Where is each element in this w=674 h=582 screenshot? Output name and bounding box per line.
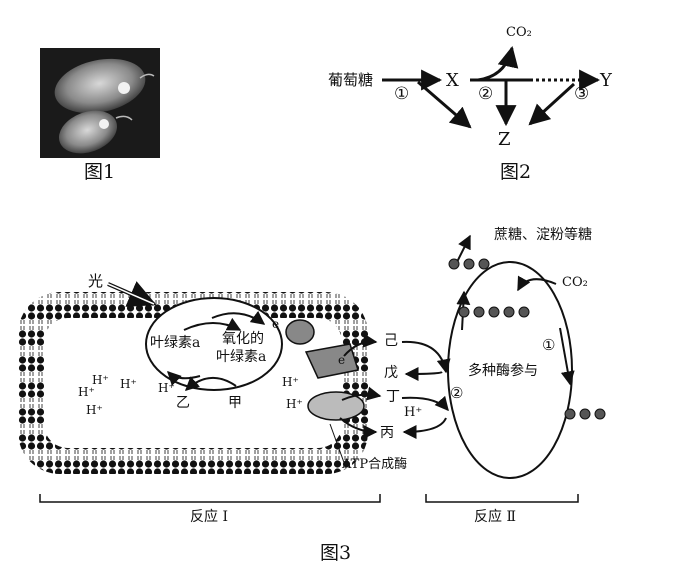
oxidized-chl-line2: 叶绿素a xyxy=(216,349,267,365)
co2-label-fig3: CO₂ xyxy=(562,275,588,290)
proton-8: H⁺ xyxy=(404,405,423,420)
fig2-caption: 图2 xyxy=(500,161,532,183)
proton-2: H⁺ xyxy=(120,377,137,391)
sugars-label: 蔗糖、淀粉等糖 xyxy=(494,227,592,243)
proton-5: H⁺ xyxy=(158,381,175,395)
proton-1: H⁺ xyxy=(92,373,109,387)
light-label: 光 xyxy=(88,272,104,290)
step2-fig2: ② xyxy=(478,84,494,104)
glucose-label: 葡萄糖 xyxy=(328,71,374,89)
oxidized-chl-line1: 氧化的 xyxy=(222,331,264,347)
ji-label: 己 xyxy=(384,333,398,349)
fig1-caption: 图1 xyxy=(84,161,116,183)
reaction1-label: 反应 Ⅰ xyxy=(190,509,228,525)
algae-cells-illustration xyxy=(54,58,155,154)
ding-label: 丁 xyxy=(386,389,400,405)
reaction2-label: 反应 Ⅱ xyxy=(474,509,516,525)
cycle-step1: ① xyxy=(542,336,556,354)
y-label: Y xyxy=(600,70,612,91)
algae-photo xyxy=(40,48,160,158)
step3-fig2: ③ xyxy=(574,84,590,104)
jia-label: 甲 xyxy=(228,395,242,411)
x-label: X xyxy=(446,70,459,91)
z-label: Z xyxy=(498,129,511,150)
proton-6: H⁺ xyxy=(282,375,299,389)
proton-7: H⁺ xyxy=(286,397,303,411)
electron-label-2: e xyxy=(338,353,346,367)
electron-label-1: e xyxy=(272,317,280,331)
calvin-cycle-oval xyxy=(447,261,573,479)
bing-label: 丙 xyxy=(380,425,394,441)
photosystem-oval xyxy=(145,297,283,391)
chlorophyll-a-label: 叶绿素a xyxy=(150,335,201,351)
enzymes-label: 多种酶参与 xyxy=(468,363,538,379)
atp-synthase-label: ATP合成酶 xyxy=(342,457,408,472)
proton-4: H⁺ xyxy=(86,403,103,417)
fig3-caption: 图3 xyxy=(320,542,352,564)
step1-fig2: ① xyxy=(394,84,410,104)
wu-label: 戊 xyxy=(384,365,398,381)
co2-label-fig2: CO₂ xyxy=(506,25,532,40)
proton-3: H⁺ xyxy=(78,385,95,399)
yi-label: 乙 xyxy=(176,395,190,411)
cycle-step2: ② xyxy=(450,384,464,402)
